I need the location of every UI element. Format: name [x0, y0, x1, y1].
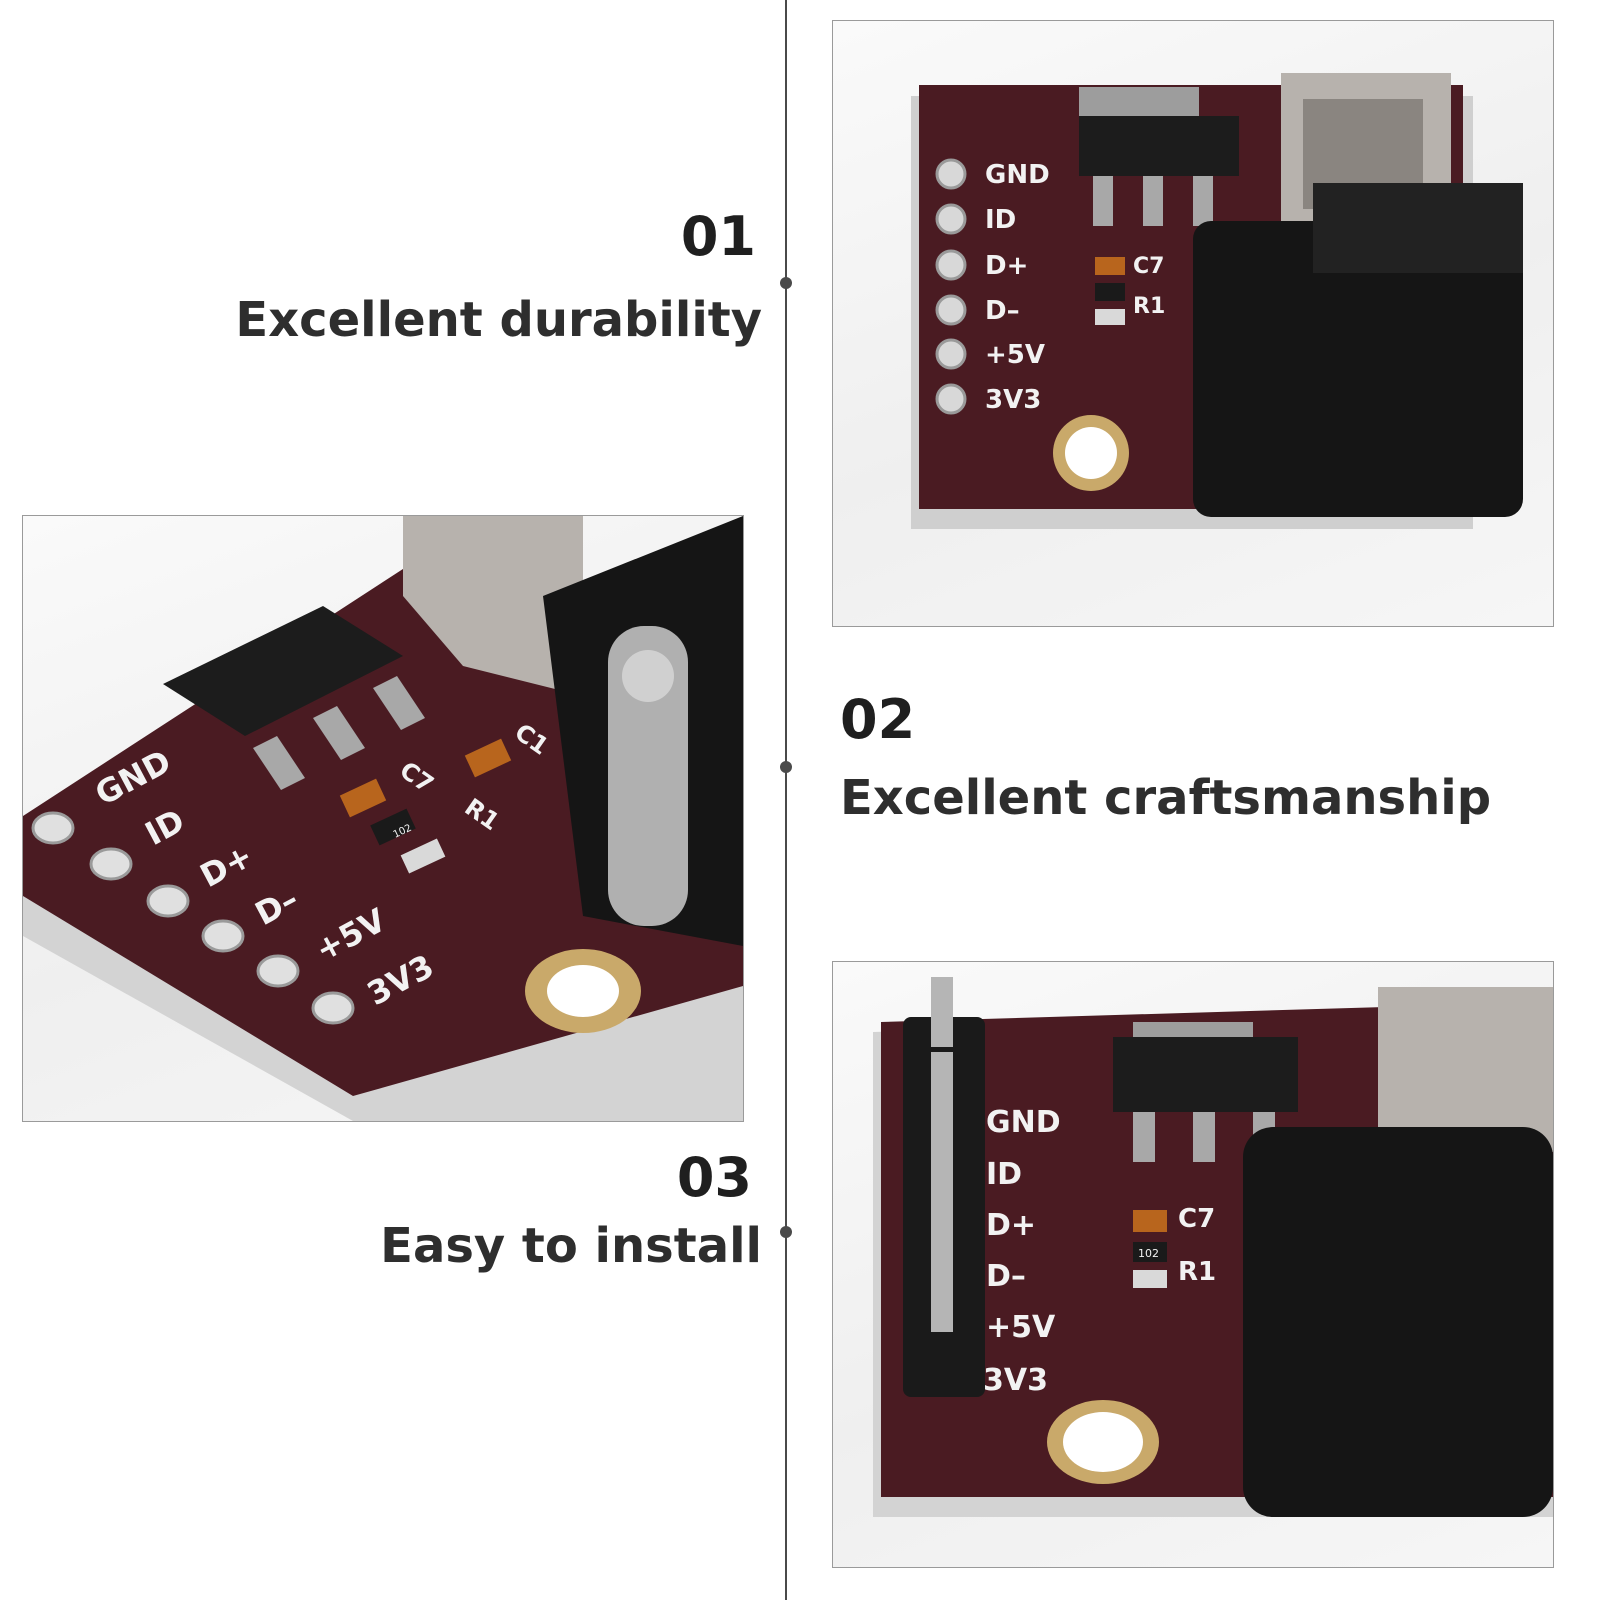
- pcb-illustration-angled: GND ID D+ D– +5V 3V3 C7 R1 C1 102: [23, 516, 743, 1121]
- pin-label-3v3-header: 3V3: [983, 1363, 1048, 1398]
- feature-3-title: Easy to install: [380, 1218, 762, 1274]
- timeline-dot-3: [780, 1226, 792, 1238]
- pin-label-id-header: ID: [986, 1157, 1022, 1192]
- product-photo-with-header: GND ID D+ D– +5V 3V3 C7 R1 102: [832, 961, 1554, 1568]
- pin-label-dplus: D+: [985, 251, 1028, 281]
- capacitor-label: C7: [1133, 254, 1164, 279]
- pin-label-dminus-header: D–: [986, 1259, 1026, 1294]
- pin-label-gnd: GND: [985, 160, 1050, 190]
- pcb-illustration-header: GND ID D+ D– +5V 3V3 C7 R1 102: [873, 977, 1553, 1517]
- feature-2-number: 02: [840, 688, 916, 751]
- resistor-label-header: R1: [1178, 1257, 1216, 1287]
- timeline-dot-1: [780, 277, 792, 289]
- feature-1-number: 01: [680, 205, 756, 268]
- timeline-dot-2: [780, 761, 792, 773]
- capacitor-label-header: C7: [1178, 1204, 1215, 1234]
- pin-label-3v3: 3V3: [985, 385, 1041, 415]
- resistor-label: R1: [1133, 294, 1165, 319]
- timeline-line: [785, 0, 787, 1600]
- pin-label-dminus: D–: [985, 296, 1020, 326]
- product-photo-top-view: GND ID D+ D– +5V 3V3 C7 R1: [832, 20, 1554, 627]
- product-photo-angled: GND ID D+ D– +5V 3V3 C7 R1 C1 102: [22, 515, 744, 1122]
- pin-label-gnd-header: GND: [986, 1105, 1061, 1140]
- feature-2-title: Excellent craftsmanship: [840, 770, 1492, 826]
- pin-label-5v-header: +5V: [986, 1310, 1056, 1345]
- resistor-code-header: 102: [1138, 1247, 1159, 1260]
- feature-1-title: Excellent durability: [235, 292, 762, 348]
- pcb-illustration-top: GND ID D+ D– +5V 3V3 C7 R1: [911, 73, 1523, 529]
- pin-label-dplus-header: D+: [986, 1208, 1036, 1243]
- pin-label-id: ID: [985, 205, 1016, 235]
- pin-label-5v: +5V: [985, 340, 1045, 370]
- feature-3-number: 03: [676, 1146, 752, 1209]
